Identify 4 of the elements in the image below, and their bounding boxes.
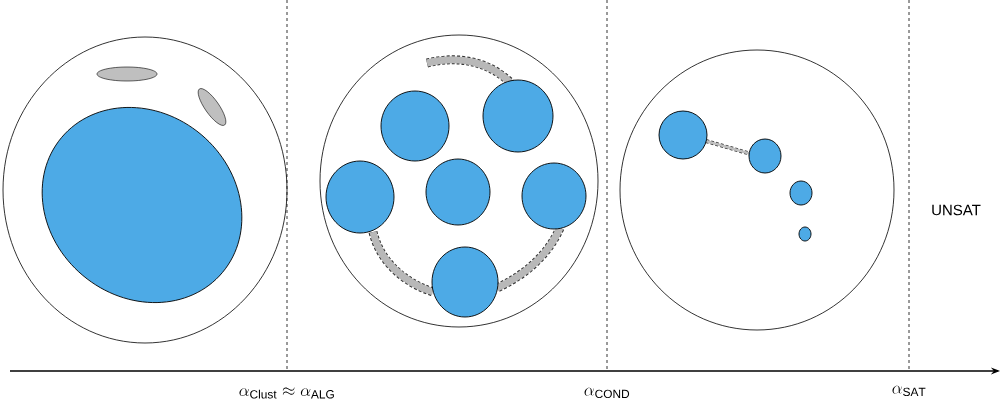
threshold-label: $\alpha_{\mathrm{SAT}}$ [892,385,926,397]
threshold-label: $\alpha_{\mathrm{COND}}$ [584,387,630,399]
phase-label: UNSAT [932,204,981,216]
threshold-label: $\alpha_{\mathrm{Clust}} \approx \alpha_{\mathrm{ALG}}$ [239,387,334,399]
